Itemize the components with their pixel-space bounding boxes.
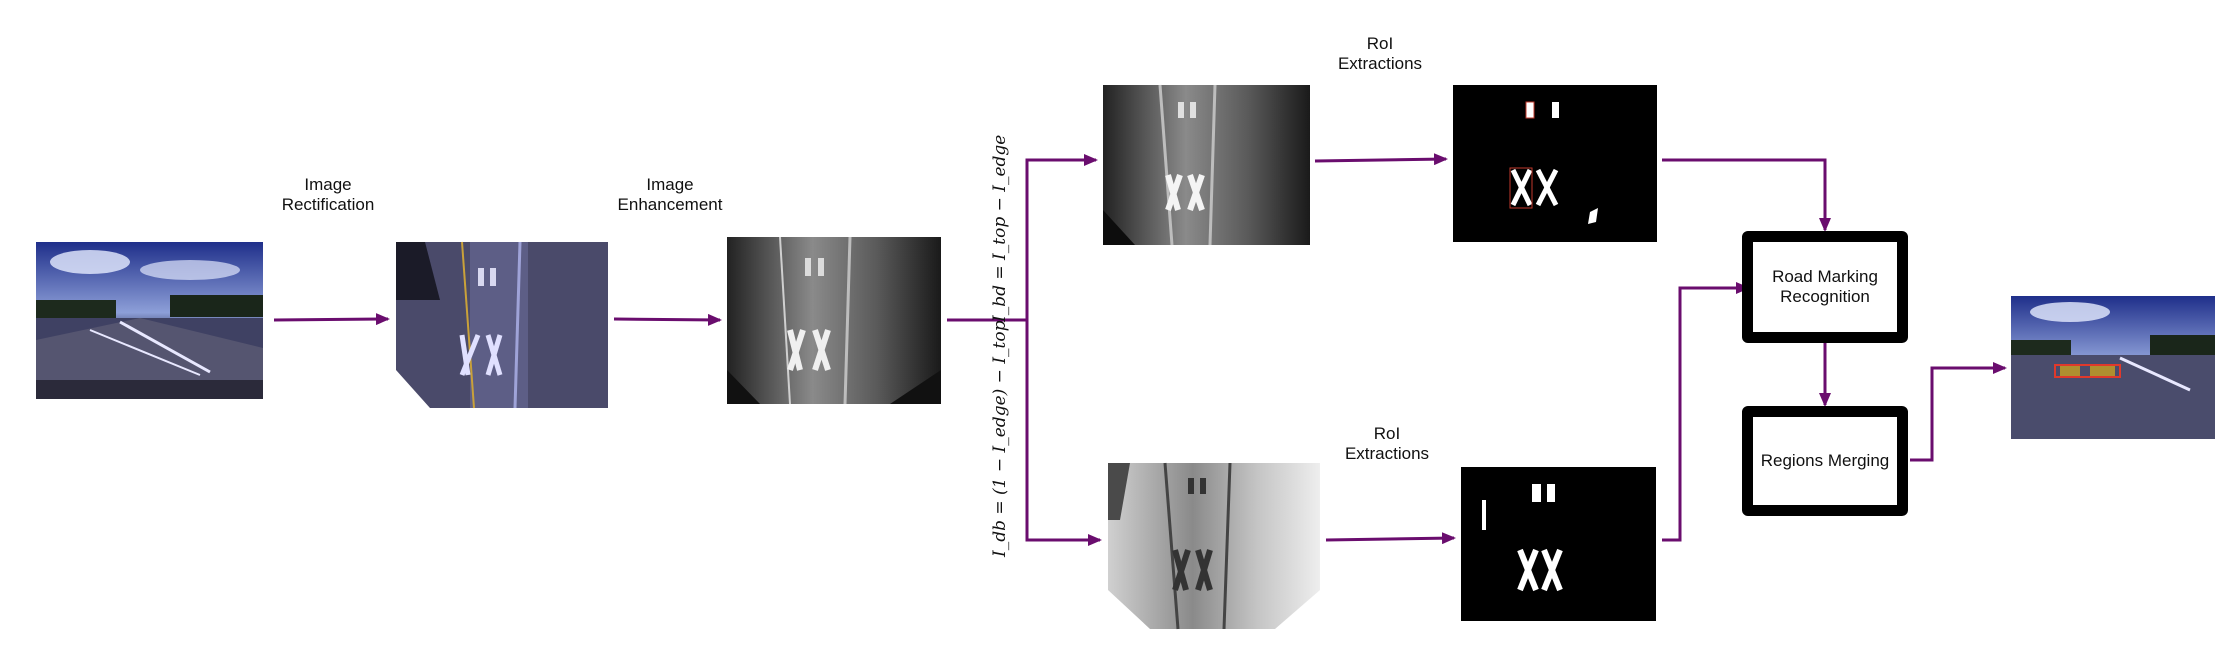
arrows (273, 153, 2007, 546)
roi-bottom-label: RoI Extractions (1337, 424, 1437, 464)
rectification-label-line1: Image (304, 175, 352, 194)
roi-top-label-line2: Extractions (1337, 54, 1423, 73)
dark-branch-image (1103, 84, 1310, 246)
roi-bottom-label-line1: RoI (1373, 424, 1401, 443)
enhancement-label: Image Enhancement (610, 175, 730, 215)
roi-bottom-label-line2: Extractions (1344, 444, 1430, 463)
equation-top: I_bd = I_top − I_edge (990, 134, 1010, 322)
regions-merging-label: Regions Merging (1760, 451, 1890, 470)
rectified-image (396, 241, 608, 409)
roi-mask-top (1453, 85, 1657, 242)
equation-bottom: I_db = (1 − I_edge) − I_top (990, 320, 1010, 557)
roi-mask-bottom (1461, 467, 1656, 621)
road-marking-recognition-box: Road Marking Recognition (1742, 231, 1908, 343)
roi-top-label: RoI Extractions (1330, 34, 1430, 74)
output-road-photo (2011, 296, 2215, 439)
roi-top-label-line1: RoI (1366, 34, 1394, 53)
rectification-label-line2: Rectification (281, 195, 375, 214)
road-marking-recognition-label: Road Marking Recognition (1772, 267, 1878, 306)
rectification-label: Image Rectification (273, 175, 383, 215)
enhancement-label-line1: Image (646, 175, 694, 194)
regions-merging-box: Regions Merging (1742, 406, 1908, 516)
enhanced-image (727, 236, 941, 405)
enhancement-label-line2: Enhancement (617, 195, 723, 214)
light-branch-image (1108, 462, 1320, 630)
input-road-photo (36, 242, 263, 399)
